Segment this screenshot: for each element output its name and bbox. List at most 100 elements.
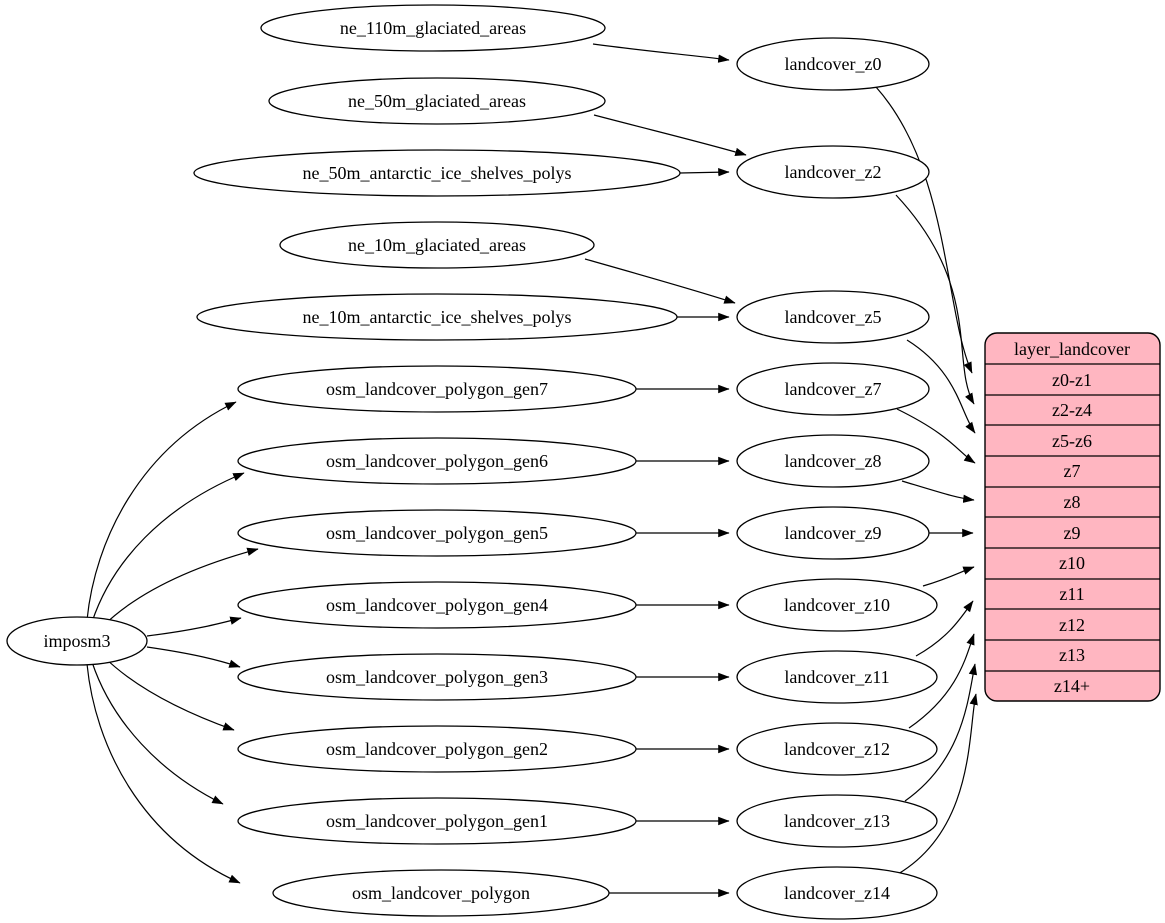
edge-ne110m-z0 (592, 43, 730, 63)
node-ne-50m-glaciated-areas: ne_50m_glaciated_areas (268, 77, 606, 125)
edge-imposm3-gen6 (91, 472, 245, 623)
edge-imposm3-polygon (86, 663, 241, 884)
node-ne-10m-glaciated-areas-ellipse (279, 221, 595, 269)
node-ne-10m-antarctic-ice-shelves-polys: ne_10m_antarctic_ice_shelves_polys (196, 293, 678, 341)
edge-ne50m-glac-z2 (593, 114, 747, 156)
table-row-z11: z11 (1059, 584, 1084, 604)
node-landcover-z10-ellipse (736, 578, 938, 632)
node-osm-landcover-polygon-gen4-label: osm_landcover_polygon_gen4 (326, 595, 548, 615)
node-landcover-z12: landcover_z12 (736, 722, 938, 776)
table-row-z9: z9 (1064, 523, 1081, 543)
edge-ne50m-ant-z2 (679, 168, 730, 177)
node-landcover-z11-label: landcover_z11 (784, 667, 889, 687)
node-osm-landcover-polygon-gen2-ellipse (237, 725, 637, 773)
node-osm-landcover-polygon-gen1: osm_landcover_polygon_gen1 (237, 797, 637, 845)
edge-z12-row (908, 633, 975, 729)
node-landcover-z11-ellipse (736, 650, 938, 704)
node-osm-landcover-polygon-gen7: osm_landcover_polygon_gen7 (237, 365, 637, 413)
node-osm-landcover-polygon-gen6-ellipse (237, 437, 637, 485)
node-osm-landcover-polygon-gen4: osm_landcover_polygon_gen4 (237, 581, 637, 629)
node-imposm3-label: imposm3 (43, 631, 110, 651)
node-landcover-z5-label: landcover_z5 (785, 307, 882, 327)
node-landcover-z8-ellipse (736, 434, 930, 488)
edge-z5-row (906, 339, 976, 434)
node-osm-landcover-polygon-gen2: osm_landcover_polygon_gen2 (237, 725, 637, 773)
edge-z2-row (895, 194, 975, 405)
node-landcover-z9-label: landcover_z9 (785, 523, 882, 543)
node-osm-landcover-polygon-gen5-ellipse (237, 509, 637, 557)
node-osm-landcover-polygon-ellipse (272, 869, 610, 917)
table-row-z7: z7 (1064, 461, 1081, 481)
edge-z14-row (897, 693, 978, 875)
node-osm-landcover-polygon-gen1-ellipse (237, 797, 637, 845)
table-title: layer_landcover (1014, 339, 1130, 359)
node-osm-landcover-polygon-gen7-ellipse (237, 365, 637, 413)
edge-imposm3-gen1 (91, 661, 224, 805)
node-osm-landcover-polygon-gen3-ellipse (237, 653, 637, 701)
node-landcover-z9: landcover_z9 (736, 506, 930, 560)
node-osm-landcover-polygon-gen7-label: osm_landcover_polygon_gen7 (326, 379, 548, 399)
node-landcover-z2-label: landcover_z2 (785, 162, 882, 182)
node-landcover-z10-label: landcover_z10 (784, 595, 890, 615)
node-landcover-z7: landcover_z7 (736, 362, 930, 416)
node-landcover-z8-label: landcover_z8 (785, 451, 882, 471)
edge-imposm3-gen7 (86, 401, 237, 621)
node-landcover-z2: landcover_z2 (736, 145, 930, 199)
node-landcover-z13-ellipse (736, 794, 938, 848)
node-landcover-z12-label: landcover_z12 (784, 739, 890, 759)
edge-imposm3-gen5 (102, 547, 259, 627)
node-ne-50m-antarctic-ice-shelves-polys: ne_50m_antarctic_ice_shelves_polys (193, 149, 681, 197)
edge-z0-row (875, 86, 973, 374)
node-landcover-z8: landcover_z8 (736, 434, 930, 488)
table-row-z5-z6: z5-z6 (1052, 431, 1092, 451)
node-landcover-z7-ellipse (736, 362, 930, 416)
table-border (984, 332, 1161, 702)
edge-imposm3-gen3 (146, 646, 241, 668)
node-ne-10m-antarctic-ice-shelves-polys-ellipse (196, 293, 678, 341)
node-ne-50m-glaciated-areas-ellipse (268, 77, 606, 125)
node-landcover-z5-ellipse (736, 290, 930, 344)
table-row-z13: z13 (1059, 645, 1085, 665)
node-landcover-z9-ellipse (736, 506, 930, 560)
edge-imposm3-gen4 (146, 616, 242, 637)
edge-layer (86, 43, 978, 898)
node-landcover-z5: landcover_z5 (736, 290, 930, 344)
node-ne-10m-glaciated-areas-label: ne_10m_glaciated_areas (348, 235, 526, 255)
node-ne-110m-glaciated-areas: ne_110m_glaciated_areas (260, 4, 606, 52)
node-landcover-z14-ellipse (736, 866, 938, 920)
node-imposm3-ellipse (6, 616, 148, 666)
node-osm-landcover-polygon-gen5: osm_landcover_polygon_gen5 (237, 509, 637, 557)
node-ne-110m-glaciated-areas-ellipse (260, 4, 606, 52)
node-ne-50m-antarctic-ice-shelves-polys-label: ne_50m_antarctic_ice_shelves_polys (303, 163, 572, 183)
node-ne-50m-antarctic-ice-shelves-polys-ellipse (193, 149, 681, 197)
edge-z13-row (904, 663, 978, 802)
node-landcover-z12-ellipse (736, 722, 938, 776)
edge-z10-row (922, 566, 975, 587)
node-ne-10m-antarctic-ice-shelves-polys-label: ne_10m_antarctic_ice_shelves_polys (303, 307, 572, 327)
node-ne-10m-glaciated-areas: ne_10m_glaciated_areas (279, 221, 595, 269)
node-osm-landcover-polygon-gen1-label: osm_landcover_polygon_gen1 (326, 811, 548, 831)
node-osm-landcover-polygon-gen3-label: osm_landcover_polygon_gen3 (326, 667, 548, 687)
node-imposm3: imposm3 (6, 616, 148, 666)
node-landcover-z0-label: landcover_z0 (785, 54, 882, 74)
node-ne-110m-glaciated-areas-label: ne_110m_glaciated_areas (340, 18, 526, 38)
edge-z8-row (901, 480, 975, 503)
table-layer-landcover: layer_landcover z0-z1 z2-z4 z5-z6 z7 z8 … (984, 332, 1161, 702)
edge-z7-row (896, 408, 976, 464)
node-landcover-z14: landcover_z14 (736, 866, 938, 920)
node-osm-landcover-polygon-gen2-label: osm_landcover_polygon_gen2 (326, 739, 548, 759)
edge-z11-row (915, 600, 974, 657)
edge-imposm3-gen2 (103, 656, 235, 731)
node-landcover-z14-label: landcover_z14 (784, 883, 890, 903)
node-landcover-z2-ellipse (736, 145, 930, 199)
node-landcover-z7-label: landcover_z7 (785, 379, 882, 399)
node-ne-50m-glaciated-areas-label: ne_50m_glaciated_areas (348, 91, 526, 111)
node-landcover-z11: landcover_z11 (736, 650, 938, 704)
node-landcover-z13: landcover_z13 (736, 794, 938, 848)
edge-ne10m-glac-z5 (584, 258, 736, 304)
table-row-z8: z8 (1064, 492, 1081, 512)
node-landcover-z10: landcover_z10 (736, 578, 938, 632)
node-osm-landcover-polygon-gen3: osm_landcover_polygon_gen3 (237, 653, 637, 701)
